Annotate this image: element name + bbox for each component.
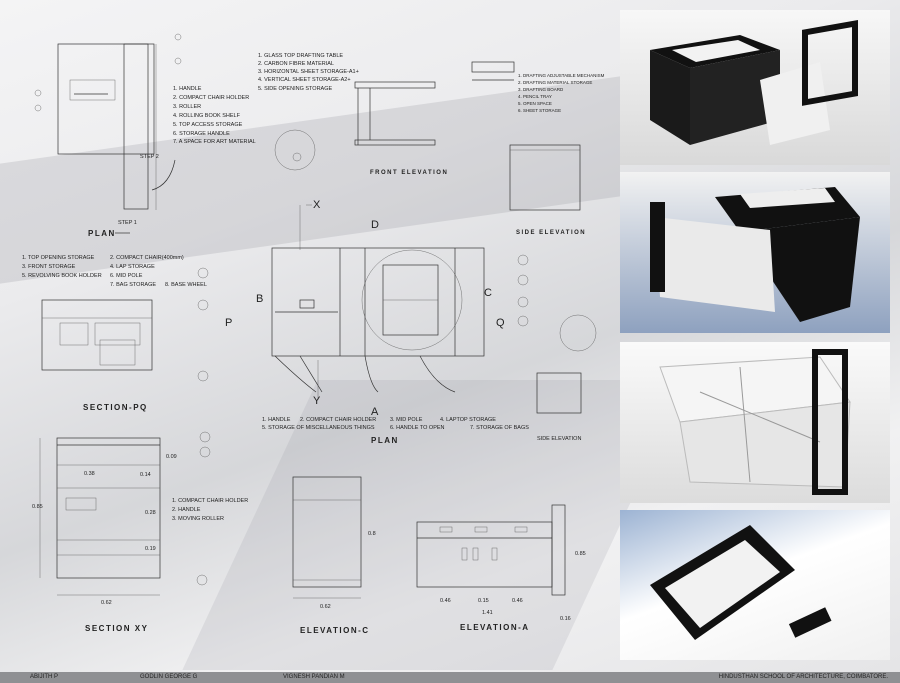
- svg-text:2. COMPACT CHAIR HOLDER: 2. COMPACT CHAIR HOLDER: [173, 95, 249, 101]
- svg-text:1. HANDLE: 1. HANDLE: [173, 86, 202, 92]
- side-elevation-small-title: SIDE ELEVATION: [537, 436, 581, 442]
- svg-text:X: X: [313, 199, 321, 211]
- svg-text:0.38: 0.38: [84, 471, 95, 477]
- svg-text:1.41: 1.41: [482, 610, 493, 616]
- elevation-a-drawing: 0.46 0.15 0.46 1.41 0.85 0.16 ELEVATION-…: [416, 504, 586, 632]
- svg-text:5. STORAGE OF MISCELLANEOUS TH: 5. STORAGE OF MISCELLANEOUS THINGS: [262, 425, 375, 431]
- svg-text:A: A: [371, 406, 379, 418]
- svg-text:1. TOP OPENING STORAGE: 1. TOP OPENING STORAGE: [22, 255, 95, 261]
- svg-text:6. HANDLE TO OPEN: 6. HANDLE TO OPEN: [390, 425, 445, 431]
- svg-text:2. DRAFTING MATERIAL STORAGE: 2. DRAFTING MATERIAL STORAGE: [518, 80, 592, 85]
- svg-text:0.85: 0.85: [575, 551, 586, 557]
- svg-text:2. COMPACT CHAIR(400mm): 2. COMPACT CHAIR(400mm): [110, 255, 184, 261]
- svg-text:2. HANDLE: 2. HANDLE: [172, 507, 201, 513]
- svg-text:3. FRONT STORAGE: 3. FRONT STORAGE: [22, 264, 76, 270]
- svg-text:3. DRAFTING BOARD: 3. DRAFTING BOARD: [518, 87, 564, 92]
- render-view-1: [620, 10, 890, 165]
- svg-text:4. VERTICAL SHEET STORAGE-A2+: 4. VERTICAL SHEET STORAGE-A2+: [258, 77, 351, 83]
- svg-text:0.16: 0.16: [560, 616, 571, 622]
- svg-text:P: P: [225, 317, 232, 329]
- svg-text:4. ROLLING BOOK SHELF: 4. ROLLING BOOK SHELF: [173, 113, 241, 119]
- elevation-c-title: ELEVATION-C: [300, 626, 370, 635]
- plan-main-title: PLAN: [371, 436, 399, 445]
- svg-text:B: B: [256, 293, 263, 305]
- svg-text:6. SHEET STORAGE: 6. SHEET STORAGE: [518, 108, 561, 113]
- main-plan-drawing: X Y D A B C P Q 1. HANDLE 2. COMPACT CHA…: [197, 199, 529, 445]
- svg-text:Q: Q: [496, 317, 505, 329]
- svg-text:4. LAP STORAGE: 4. LAP STORAGE: [110, 264, 155, 270]
- svg-text:5. REVOLVING BOOK HOLDER: 5. REVOLVING BOOK HOLDER: [22, 273, 102, 279]
- svg-text:2. CARBON FIBRE MATERIAL: 2. CARBON FIBRE MATERIAL: [258, 61, 334, 67]
- svg-text:0.62: 0.62: [101, 600, 112, 606]
- elevation-a-title: ELEVATION-A: [460, 623, 530, 632]
- side-elevation-top-drawing: 1. DRAFTING ADJUSTABLE MECHANISM 2. DRAF…: [471, 61, 605, 236]
- svg-text:0.14: 0.14: [140, 472, 151, 478]
- svg-text:3. HORIZONTAL SHEET STORAGE-A1: 3. HORIZONTAL SHEET STORAGE-A1+: [258, 69, 359, 75]
- svg-text:3. MID POLE: 3. MID POLE: [390, 417, 423, 423]
- section-pq-title: SECTION-PQ: [83, 403, 148, 412]
- svg-text:7. BAG STORAGE: 7. BAG STORAGE: [110, 282, 156, 288]
- svg-text:6. STORAGE HANDLE: 6. STORAGE HANDLE: [173, 131, 230, 137]
- svg-text:0.28: 0.28: [145, 510, 156, 516]
- svg-text:0.46: 0.46: [512, 598, 523, 604]
- step2-label: STEP 2: [140, 154, 159, 160]
- svg-text:0.09: 0.09: [166, 454, 177, 460]
- plan-top-title: PLAN: [88, 229, 116, 238]
- svg-text:D: D: [371, 219, 379, 231]
- svg-text:0.46: 0.46: [440, 598, 451, 604]
- svg-text:2. COMPACT CHAIR HOLDER: 2. COMPACT CHAIR HOLDER: [300, 417, 376, 423]
- author-name: VIGNESH PANDIAN M: [283, 674, 345, 680]
- section-pq-drawing: 1. TOP OPENING STORAGE 2. COMPACT CHAIR(…: [22, 255, 207, 412]
- elevation-c-drawing: 0.62 0.8 ELEVATION-C: [292, 476, 376, 635]
- svg-text:6. MID POLE: 6. MID POLE: [110, 273, 143, 279]
- step1-label: STEP 1: [118, 220, 137, 226]
- svg-text:7. A SPACE FOR ART MATERIAL: 7. A SPACE FOR ART MATERIAL: [173, 139, 256, 145]
- svg-text:3. ROLLER: 3. ROLLER: [173, 104, 201, 110]
- svg-text:C: C: [484, 287, 492, 299]
- plan-top-notes: 1. HANDLE 2. COMPACT CHAIR HOLDER 3. ROL…: [173, 86, 256, 145]
- section-xy-drawing: 0.38 0.14 0.28 0.19 0.85 0.62 0.09 1. CO…: [32, 431, 248, 633]
- svg-text:0.15: 0.15: [478, 598, 489, 604]
- svg-text:0.85: 0.85: [32, 504, 43, 510]
- top-plan-drawing: PLAN STEP 1 STEP 2 1. HANDLE 2. COMPACT …: [34, 33, 256, 238]
- svg-text:4. PENCIL TRAY: 4. PENCIL TRAY: [518, 94, 552, 99]
- svg-text:1. COMPACT CHAIR HOLDER: 1. COMPACT CHAIR HOLDER: [172, 498, 248, 504]
- render-view-4: [620, 510, 890, 660]
- svg-text:0.62: 0.62: [320, 604, 331, 610]
- svg-text:7. STORAGE OF BAGS: 7. STORAGE OF BAGS: [470, 425, 529, 431]
- side-elevation-title: SIDE ELEVATION: [516, 230, 586, 236]
- svg-text:8. BASE WHEEL: 8. BASE WHEEL: [165, 282, 207, 288]
- svg-text:3. MOVING ROLLER: 3. MOVING ROLLER: [172, 516, 224, 522]
- svg-text:Y: Y: [313, 395, 321, 407]
- svg-text:5. TOP ACCESS STORAGE: 5. TOP ACCESS STORAGE: [173, 122, 243, 128]
- footer-bar: ABIJITH P GODLIN GEORGE G VIGNESH PANDIA…: [0, 672, 900, 683]
- svg-text:0.8: 0.8: [368, 531, 376, 537]
- svg-text:1. HANDLE: 1. HANDLE: [262, 417, 291, 423]
- author-name: GODLIN GEORGE G: [140, 674, 198, 680]
- side-elevation-small-drawing: SIDE ELEVATION: [536, 314, 597, 442]
- svg-text:4. LAPTOP STORAGE: 4. LAPTOP STORAGE: [440, 417, 496, 423]
- svg-text:1. GLASS TOP DRAFTING TABLE: 1. GLASS TOP DRAFTING TABLE: [258, 53, 343, 59]
- svg-text:1. DRAFTING ADJUSTABLE MECHANI: 1. DRAFTING ADJUSTABLE MECHANISM: [518, 73, 605, 78]
- render-view-3: [620, 342, 890, 503]
- front-elevation-drawing: 1. GLASS TOP DRAFTING TABLE 2. CARBON FI…: [258, 53, 448, 176]
- front-elevation-title: FRONT ELEVATION: [370, 170, 448, 176]
- author-name: ABIJITH P: [30, 674, 59, 680]
- render-view-2: [620, 172, 890, 333]
- svg-text:0.19: 0.19: [145, 546, 156, 552]
- svg-text:5. OPEN SPACE: 5. OPEN SPACE: [518, 101, 552, 106]
- svg-text:5. SIDE OPENING STORAGE: 5. SIDE OPENING STORAGE: [258, 86, 332, 92]
- section-xy-title: SECTION XY: [85, 624, 148, 633]
- school-name: HINDUSTHAN SCHOOL OF ARCHITECTURE, COIMB…: [718, 674, 888, 680]
